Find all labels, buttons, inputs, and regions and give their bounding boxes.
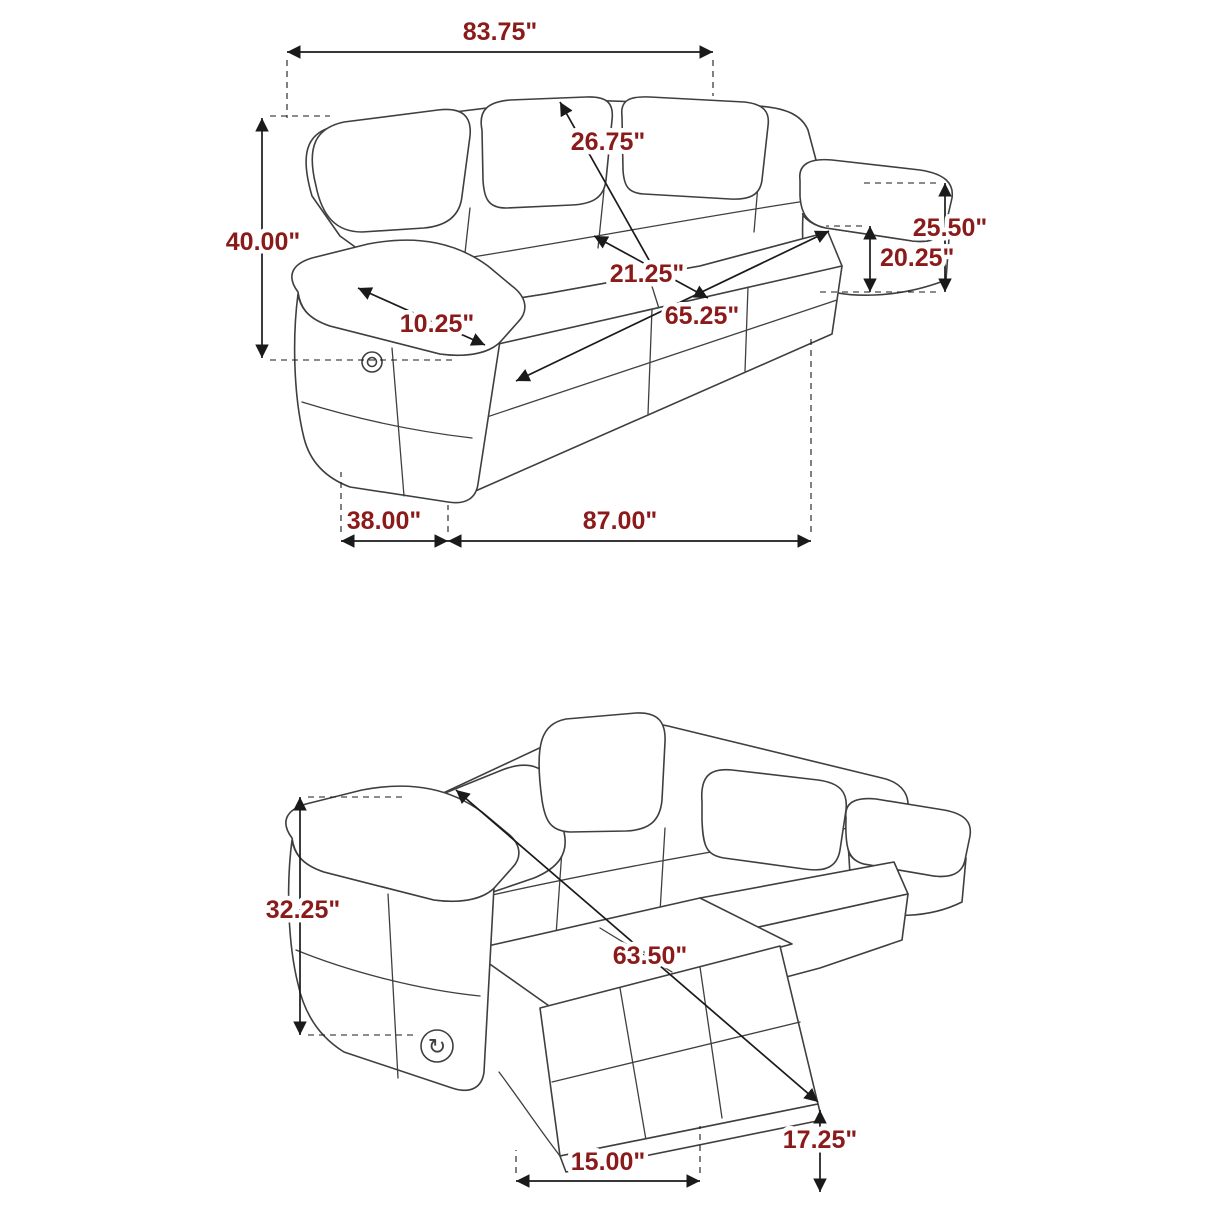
reclined-dimensions: 32.25" 63.50" 17.25" 15.00" — [261, 789, 862, 1192]
dim-reclined-overall-length: 63.50" — [455, 789, 819, 1103]
dim-overall-width: 83.75" — [286, 14, 714, 118]
dim-armrest-width: 10.25" — [357, 287, 486, 346]
dim-reclined-back-height: 32.25" — [261, 796, 418, 1036]
upright-dimensions: 83.75" 26.75" 40.00" 25.50" 20.25" — [221, 14, 992, 548]
recline-handle-glyph: ↻ — [428, 1035, 446, 1060]
reclined-headrest-middle — [538, 712, 666, 833]
dim-interior-seat-width-label: 65.25" — [665, 302, 739, 330]
dim-armrest-width-label: 10.25" — [400, 310, 474, 338]
dim-overall-depth-label: 38.00" — [347, 507, 421, 535]
reclined-headrest-right — [701, 768, 848, 871]
dim-back-cushion-diagonal-label: 26.75" — [571, 128, 645, 156]
dim-footrest-extension: 15.00" — [515, 1126, 701, 1188]
dim-seat-depth-label: 21.25" — [610, 260, 684, 288]
upright-sofa-drawing — [291, 96, 954, 504]
dim-footrest-extension-label: 15.00" — [571, 1148, 645, 1176]
dim-footrest-height: 17.25" — [778, 1110, 862, 1192]
reclined-right-arm-pillow — [845, 797, 972, 878]
recline-handle-icon — [420, 1029, 454, 1063]
dim-arm-height-label: 25.50" — [913, 214, 987, 242]
dim-overall-height: 40.00" — [221, 115, 452, 361]
dim-overall-height-label: 40.00" — [226, 228, 300, 256]
dim-overall-depth: 38.00" — [340, 472, 449, 548]
dim-seat-height-label: 20.25" — [880, 244, 954, 272]
power-button-icon-inner — [366, 356, 378, 368]
dim-arm-height: 25.50" — [816, 182, 992, 293]
dim-reclined-overall-length-label: 63.50" — [613, 942, 687, 970]
upright-headrest-left — [311, 108, 471, 233]
dim-body-width-label: 87.00" — [583, 507, 657, 535]
dim-footrest-height-label: 17.25" — [783, 1126, 857, 1154]
dim-reclined-back-height-label: 32.25" — [266, 896, 340, 924]
dim-body-width: 87.00" — [448, 336, 812, 548]
dim-interior-seat-width: 65.25" — [515, 230, 830, 382]
dim-seat-height: 20.25" — [826, 225, 959, 292]
dim-overall-width-label: 83.75" — [463, 18, 537, 46]
